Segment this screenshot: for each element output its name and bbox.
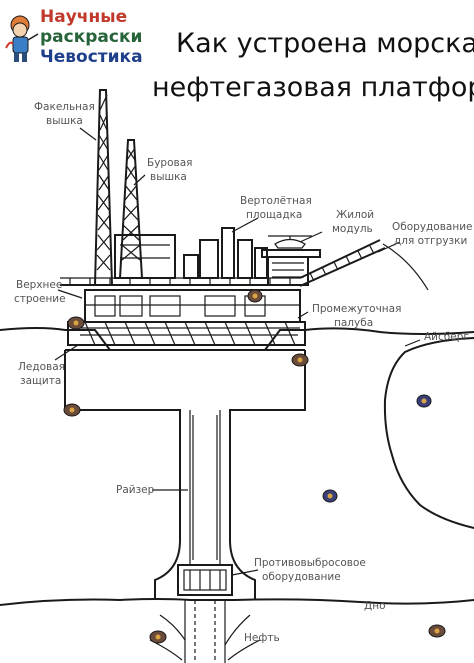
- logo-line-3: Чевостика: [40, 47, 143, 67]
- label-topside-1: Верхнее: [16, 279, 62, 291]
- label-blowout-preventer-1: Противовыбросовое: [254, 557, 366, 569]
- topside: [60, 227, 301, 323]
- label-flare-tower-1: Факельная: [34, 101, 95, 113]
- label-drilling-tower-2: вышка: [150, 171, 187, 183]
- label-living-module-2: модуль: [332, 223, 373, 235]
- label-shipping-equipment-1: Оборудование: [392, 221, 473, 233]
- title-line-1: Как устроена морская: [176, 28, 474, 59]
- fish-icon-6: [149, 630, 167, 644]
- label-flare-tower-2: вышка: [46, 115, 83, 127]
- leader-lines: [54, 127, 421, 576]
- fish-icon-5: [322, 489, 338, 503]
- label-seabed: Дно: [364, 600, 386, 612]
- mascot-icon: [5, 15, 39, 62]
- label-helipad-2: площадка: [246, 209, 302, 221]
- label-blowout-preventer-2: оборудование: [262, 571, 341, 583]
- living-module: [267, 256, 309, 286]
- label-ice-protection-1: Ледовая: [18, 361, 65, 373]
- label-intermediate-deck-2: палуба: [334, 317, 373, 329]
- label-intermediate-deck-1: Промежуточная: [312, 303, 401, 315]
- ice-protection: [65, 329, 305, 351]
- logo-line-2: раскраски: [40, 27, 142, 47]
- drilling-derrick: [119, 139, 143, 279]
- label-living-module-1: Жилой: [336, 209, 374, 221]
- label-iceberg: Айсберг: [424, 331, 469, 343]
- oil-reservoir: [149, 600, 261, 663]
- fish-icon-4: [416, 394, 432, 408]
- label-riser: Райзер: [116, 484, 155, 496]
- logo: Научные раскраски Чевостика: [5, 7, 143, 67]
- fish-icon-1: [67, 316, 85, 330]
- blowout-preventer: [177, 564, 233, 596]
- fish-icon-3: [63, 403, 81, 417]
- waterline: [0, 327, 474, 335]
- helipad: [261, 235, 321, 258]
- label-helipad-1: Вертолётная: [240, 195, 312, 207]
- seabed-line: [0, 598, 474, 606]
- label-shipping-equipment-2: для отгрузки: [394, 235, 467, 247]
- title-line-2: нефтегазовая платформа ?: [152, 72, 474, 103]
- flare-tower: [94, 89, 113, 286]
- iceberg-shape: [383, 337, 474, 529]
- fish-icon-2: [291, 353, 309, 367]
- fish-icon-8: [247, 289, 263, 303]
- shipping-crane: [299, 239, 429, 291]
- logo-line-1: Научные: [40, 7, 127, 27]
- label-topside-2: строение: [14, 293, 66, 305]
- fish-icon-7: [428, 624, 446, 638]
- label-drilling-tower-1: Буровая: [147, 157, 192, 169]
- label-oil: Нефть: [244, 632, 280, 644]
- label-ice-protection-2: защита: [20, 375, 61, 387]
